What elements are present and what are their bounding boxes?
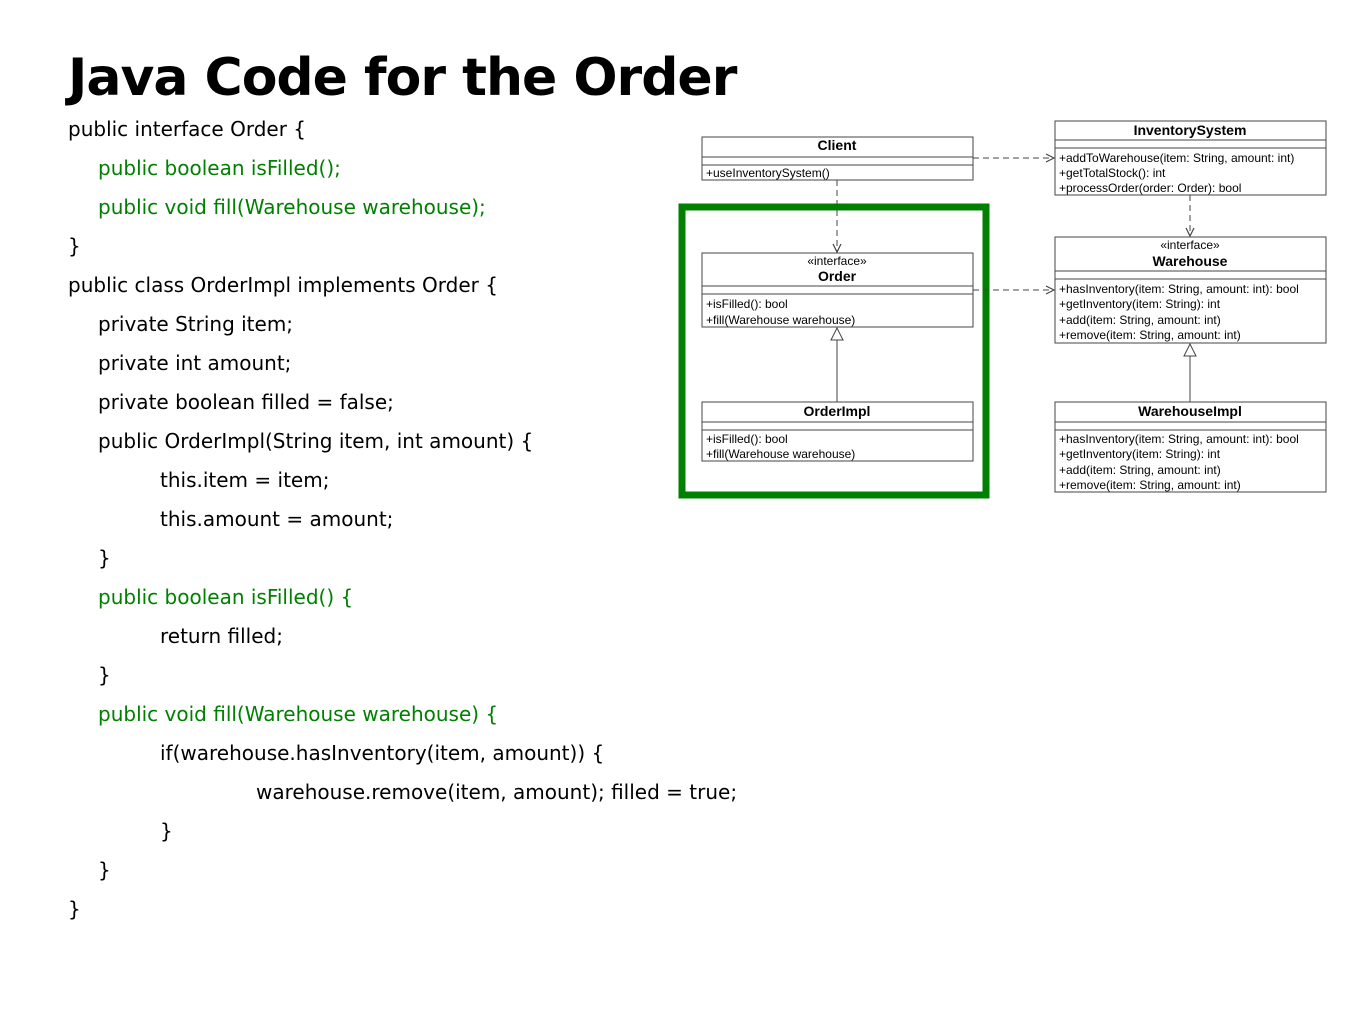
uml-interface-warehouse: «interface» Warehouse +hasInventory(item…	[1054, 236, 1327, 344]
code-line: }	[98, 663, 111, 687]
code-line: if(warehouse.hasInventory(item, amount))…	[160, 741, 605, 765]
code-line: public void fill(Warehouse warehouse) {	[98, 702, 499, 726]
class-name: Warehouse	[1153, 253, 1228, 269]
class-member: +hasInventory(item: String, amount: int)…	[1059, 432, 1299, 446]
code-line: }	[68, 234, 81, 258]
uml-class-warehouse-impl: WarehouseImpl +hasInventory(item: String…	[1054, 401, 1327, 493]
uml-class-client: Client +useInventorySystem()	[701, 136, 974, 181]
slide-title: Java Code for the Order	[68, 48, 737, 108]
code-line: private int amount;	[98, 351, 292, 375]
class-member: +isFilled(): bool	[706, 432, 788, 446]
code-line: public boolean isFilled() {	[98, 585, 354, 609]
code-line: warehouse.remove(item, amount); filled =…	[256, 780, 738, 804]
class-member: +getTotalStock(): int	[1059, 166, 1166, 180]
code-line: public class OrderImpl implements Order …	[68, 273, 498, 297]
class-member: +isFilled(): bool	[706, 297, 788, 311]
code-line: public boolean isFilled();	[98, 156, 341, 180]
highlight-frame	[678, 203, 990, 499]
code-line: }	[160, 819, 173, 843]
code-line: private boolean filled = false;	[98, 390, 394, 414]
uml-class-order-impl: OrderImpl +isFilled(): bool +fill(Wareho…	[701, 401, 974, 462]
code-line: }	[98, 858, 111, 882]
code-line: public interface Order {	[68, 117, 307, 141]
class-stereotype: «interface»	[1160, 238, 1220, 252]
realization-arrow	[830, 326, 844, 402]
class-stereotype: «interface»	[807, 254, 867, 268]
class-name: InventorySystem	[1134, 122, 1247, 138]
class-member: +getInventory(item: String): int	[1059, 297, 1221, 311]
class-member: +fill(Warehouse warehouse)	[706, 313, 855, 327]
code-line: public void fill(Warehouse warehouse);	[98, 195, 486, 219]
class-name: WarehouseImpl	[1138, 403, 1242, 419]
code-line: }	[68, 897, 81, 921]
class-member: +remove(item: String, amount: int)	[1059, 478, 1241, 492]
class-name: Order	[818, 268, 857, 284]
code-line: private String item;	[98, 312, 294, 336]
code-line: }	[98, 546, 111, 570]
class-member: +add(item: String, amount: int)	[1059, 463, 1221, 477]
uml-interface-order: «interface» Order +isFilled(): bool +fil…	[701, 252, 974, 328]
class-member: +fill(Warehouse warehouse)	[706, 447, 855, 461]
code-line: this.amount = amount;	[160, 507, 394, 531]
code-line: public OrderImpl(String item, int amount…	[98, 429, 534, 453]
realization-arrow	[1183, 342, 1197, 402]
class-name: Client	[818, 137, 857, 153]
class-member: +useInventorySystem()	[706, 166, 830, 180]
class-member: +processOrder(order: Order): bool	[1059, 181, 1241, 195]
class-member: +getInventory(item: String): int	[1059, 447, 1221, 461]
code-line: return filled;	[160, 624, 283, 648]
uml-class-inventory-system: InventorySystem +addToWarehouse(item: St…	[1054, 120, 1327, 196]
class-member: +add(item: String, amount: int)	[1059, 313, 1221, 327]
code-line: this.item = item;	[160, 468, 330, 492]
class-member: +hasInventory(item: String, amount: int)…	[1059, 282, 1299, 296]
class-member: +remove(item: String, amount: int)	[1059, 328, 1241, 342]
class-name: OrderImpl	[804, 403, 871, 419]
class-member: +addToWarehouse(item: String, amount: in…	[1059, 151, 1294, 165]
